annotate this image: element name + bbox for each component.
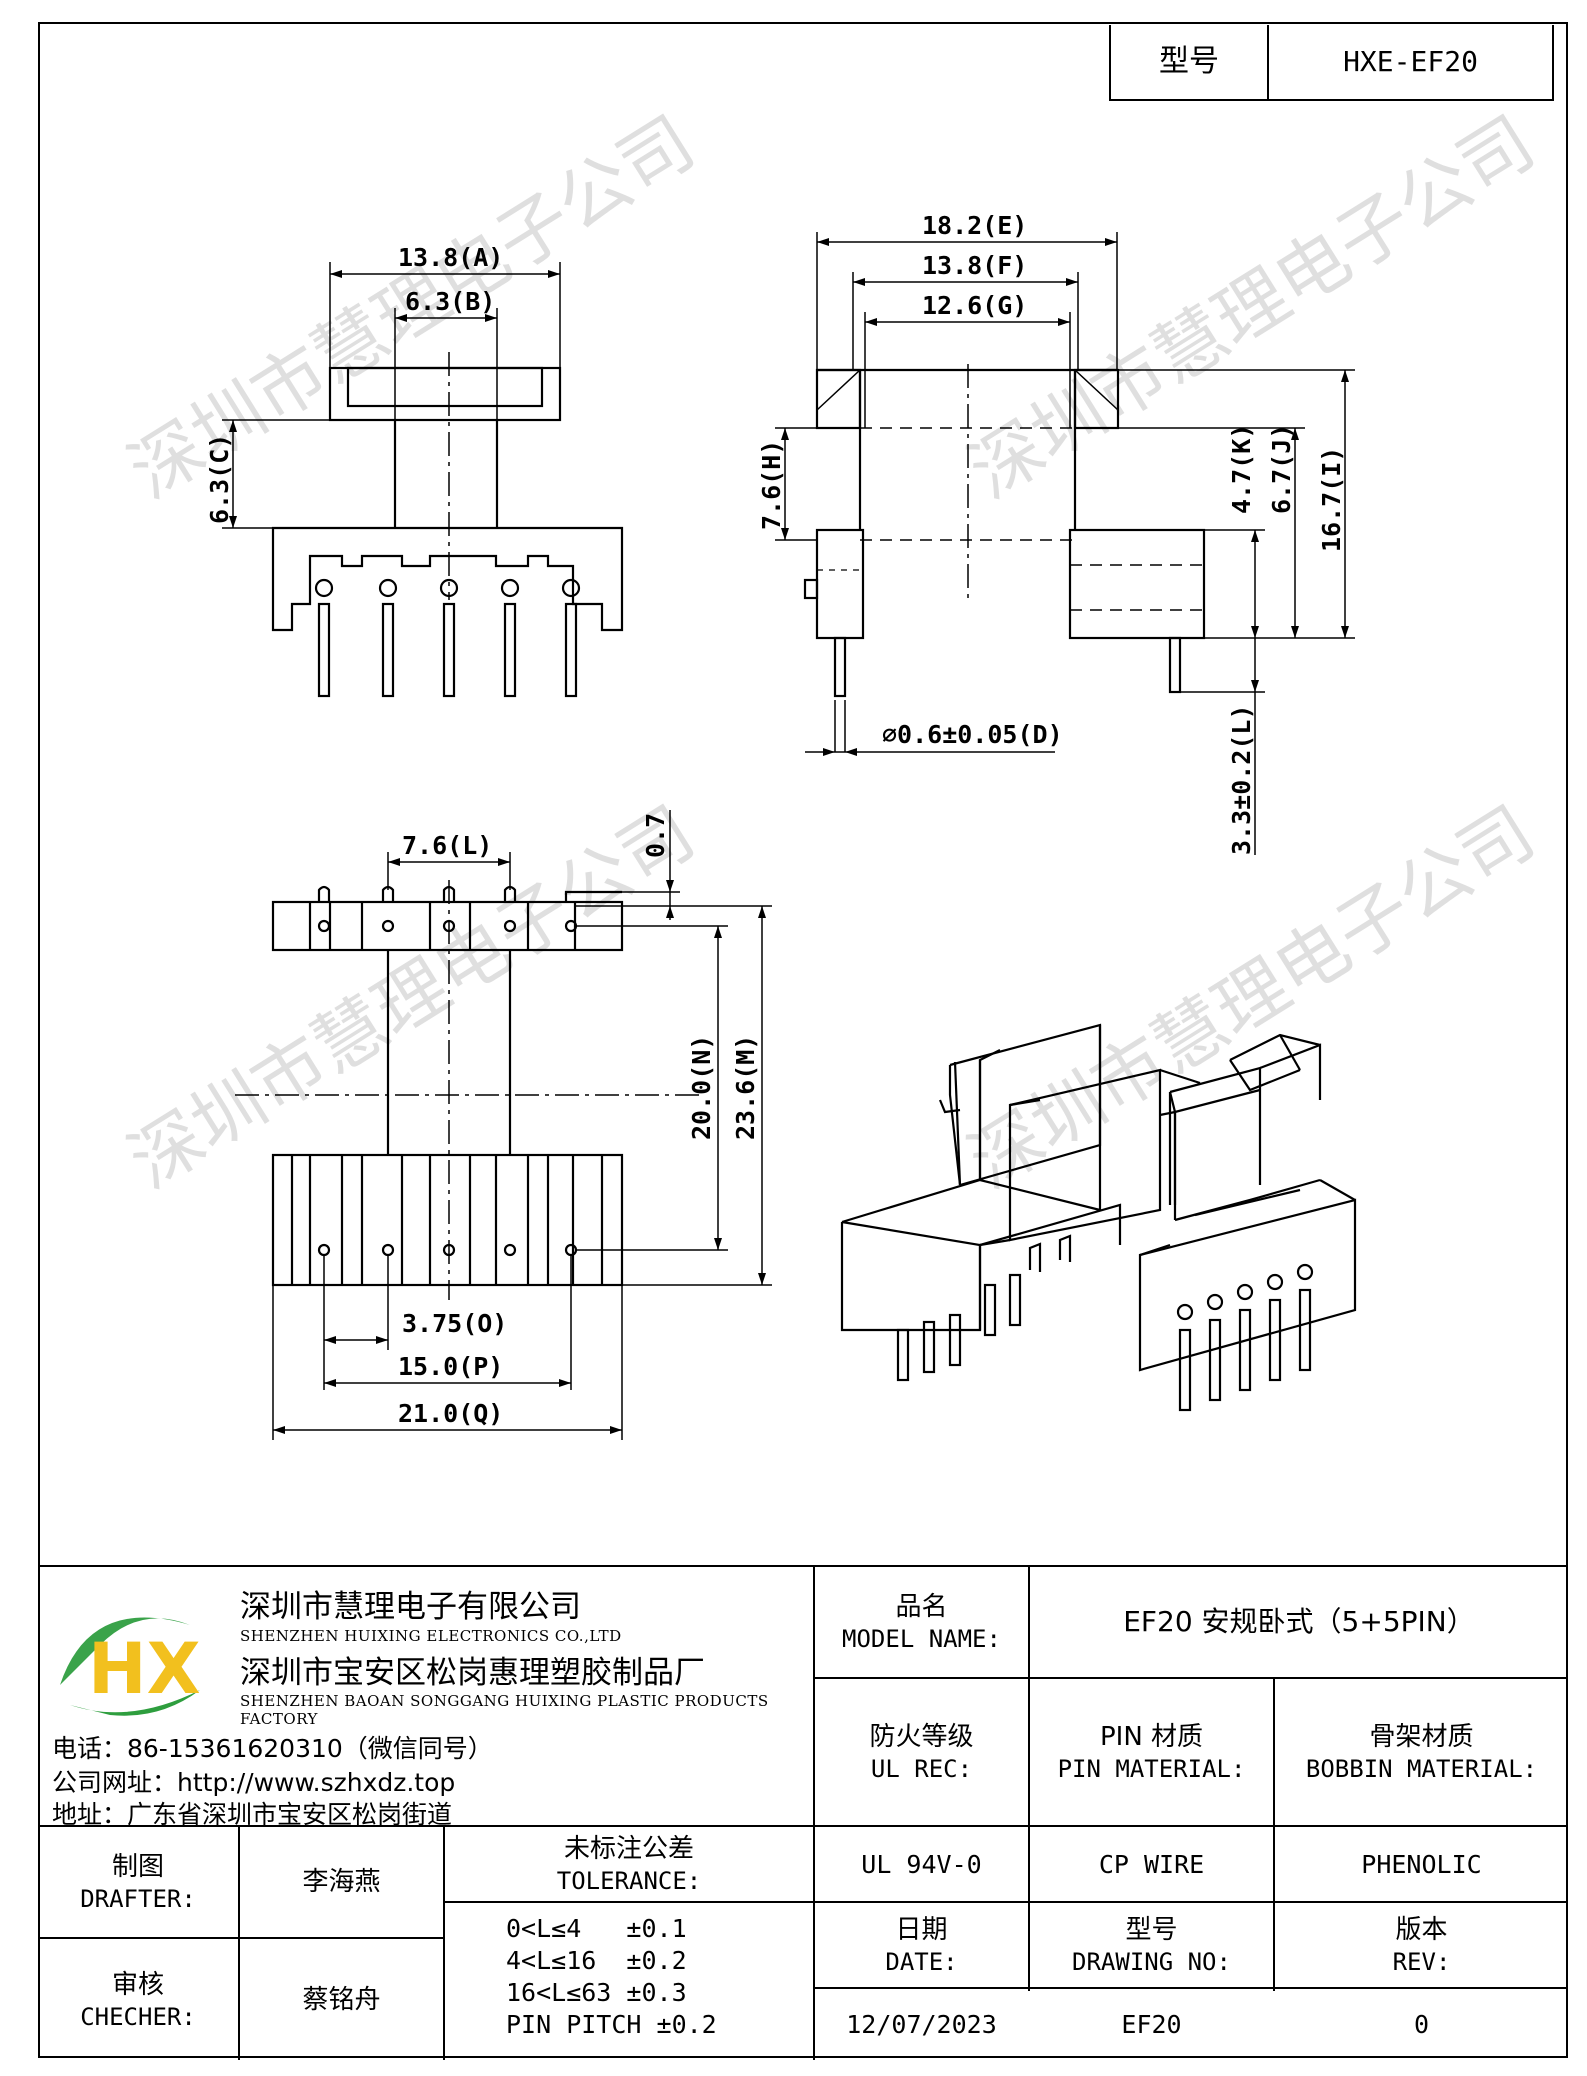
rev-en: REV: — [1392, 1948, 1451, 1976]
front-view — [222, 262, 624, 698]
drafter-en: DRAFTER: — [80, 1885, 196, 1913]
dim-o: 3.75(O) — [402, 1309, 507, 1338]
model-name-cn: 品名 — [895, 1592, 948, 1622]
company-area: HX 深圳市慧理电子有限公司 SHENZHEN HUIXING ELECTRON… — [38, 1567, 813, 1829]
model-name-value: EF20 安规卧式（5+5PIN） — [1123, 1605, 1475, 1638]
drawing-no-cn: 型号 — [1125, 1915, 1178, 1945]
company-phone: 电话：86-15361620310（微信同号） — [52, 1734, 493, 1763]
dim-f: 13.8(F) — [922, 251, 1027, 280]
tolerance-cn: 未标注公差 — [563, 1834, 694, 1864]
rev-value: 0 — [1413, 2010, 1430, 2039]
bobbin-material-value: PHENOLIC — [1361, 1849, 1482, 1879]
dim-k: 4.7(K) — [1227, 424, 1256, 514]
date-header: 日期 DATE: — [815, 1903, 1028, 1987]
date-cn: 日期 — [895, 1915, 948, 1945]
dim-h: 7.6(H) — [757, 440, 786, 530]
company-logo: HX — [60, 1617, 201, 1716]
checker-en: CHECHER: — [80, 2002, 196, 2031]
dim-b: 6.3(B) — [405, 287, 495, 316]
ul-header: 防火等级 UL REC: — [815, 1679, 1028, 1825]
dim-gap: 0.7 — [641, 813, 670, 858]
rev-cn: 版本 — [1395, 1915, 1448, 1945]
tolerance-row: 16<L≤63 ±0.3 — [506, 1978, 687, 2007]
dim-l: 7.6(L) — [402, 831, 492, 860]
ul-en: UL REC: — [870, 1755, 973, 1783]
rev-header: 版本 REV: — [1275, 1903, 1568, 1987]
date-value: 12/07/2023 — [846, 2010, 997, 2039]
pin-material-en: PIN MATERIAL: — [1057, 1755, 1246, 1783]
factory-name-cn: 深圳市宝安区松岗惠理塑胶制品厂 — [240, 1655, 705, 1691]
drafter-cn: 制图 — [111, 1852, 164, 1882]
technical-drawing: 深圳市慧理电子公司 深圳市慧理电子公司 深圳市慧理电子公司 深圳市慧理电子公司 — [114, 100, 1549, 1440]
checker-name: 蔡铭舟 — [302, 1984, 381, 2015]
dim-g: 12.6(G) — [922, 291, 1027, 320]
tolerance-row: 0<L≤4 ±0.1 — [506, 1914, 687, 1943]
tolerance-row: 4<L≤16 ±0.2 — [506, 1946, 687, 1975]
dim-p: 15.0(P) — [398, 1352, 503, 1381]
ul-cn: 防火等级 — [869, 1722, 974, 1752]
dim-l-pin: 3.3±0.2(L) — [1227, 704, 1256, 855]
drawing-frame — [38, 22, 1568, 2058]
date-en: DATE: — [885, 1948, 958, 1976]
dim-e: 18.2(E) — [922, 211, 1027, 240]
dim-n: 20.0(N) — [687, 1035, 716, 1140]
company-address: 地址：广东省深圳市宝安区松岗街道 — [52, 1800, 453, 1829]
dimension-labels: 13.8(A) 6.3(B) 6.3(C) 18.2(E) 13.8(F) 12… — [205, 211, 1346, 1428]
tolerance-table: 0<L≤4 ±0.1 4<L≤16 ±0.2 16<L≤63 ±0.3 PIN … — [506, 1913, 806, 2041]
drawing-no-header: 型号 DRAWING NO: — [1030, 1903, 1273, 1987]
bobbin-material-cn: 骨架材质 — [1369, 1722, 1474, 1752]
drawing-no-value: EF20 — [1121, 2010, 1182, 2039]
bottom-view — [235, 810, 772, 1440]
drafter-header: 制图 DRAFTER: — [38, 1827, 238, 1937]
tolerance-row: PIN PITCH ±0.2 — [506, 2010, 717, 2039]
drafter-name: 李海燕 — [302, 1867, 381, 1897]
logo-text: HX — [88, 1628, 201, 1710]
pin-material-value: CP WIRE — [1098, 1849, 1205, 1879]
pin-material-header: PIN 材质 PIN MATERIAL: — [1030, 1679, 1273, 1825]
model-name-en: MODEL NAME: — [842, 1625, 1001, 1653]
header-model-box: 型号 HXE-EF20 — [1109, 25, 1554, 101]
dim-q: 21.0(Q) — [398, 1399, 503, 1428]
tolerance-header: 未标注公差 TOLERANCE: — [445, 1827, 813, 1901]
checker-header: 审核 CHECHER: — [38, 1939, 238, 2060]
side-view — [775, 232, 1355, 855]
ul-value: UL 94V-0 — [861, 1849, 982, 1879]
checker-cn: 审核 — [111, 1969, 164, 2000]
factory-name-en: SHENZHEN BAOAN SONGGANG HUIXING PLASTIC … — [240, 1692, 769, 1728]
drawing-no-en: DRAWING NO: — [1072, 1948, 1231, 1976]
bobbin-material-header: 骨架材质 BOBBIN MATERIAL: — [1275, 1679, 1568, 1825]
dim-d: ⌀0.6±0.05(D) — [882, 720, 1063, 749]
dim-m: 23.6(M) — [731, 1035, 760, 1140]
dim-j: 6.7(J) — [1267, 424, 1296, 514]
company-name-en: SHENZHEN HUIXING ELECTRONICS CO.,LTD — [240, 1627, 622, 1645]
dim-c: 6.3(C) — [205, 434, 234, 524]
company-name-cn: 深圳市慧理电子有限公司 — [240, 1589, 581, 1625]
pin-material-cn: PIN 材质 — [1099, 1722, 1204, 1752]
dim-i: 16.7(I) — [1317, 447, 1346, 552]
bobbin-material-en: BOBBIN MATERIAL: — [1305, 1755, 1538, 1783]
isometric-view — [840, 1023, 1357, 1412]
title-block: HX 深圳市慧理电子有限公司 SHENZHEN HUIXING ELECTRON… — [38, 1565, 1568, 2060]
company-website: 公司网址：http://www.szhxdz.top — [52, 1768, 456, 1797]
header-model-value: HXE-EF20 — [1343, 45, 1478, 78]
header-model-label: 型号 — [1111, 25, 1269, 99]
tolerance-en: TOLERANCE: — [556, 1867, 702, 1895]
dim-a: 13.8(A) — [398, 243, 503, 272]
model-name-header: 品名 MODEL NAME: — [815, 1567, 1028, 1677]
